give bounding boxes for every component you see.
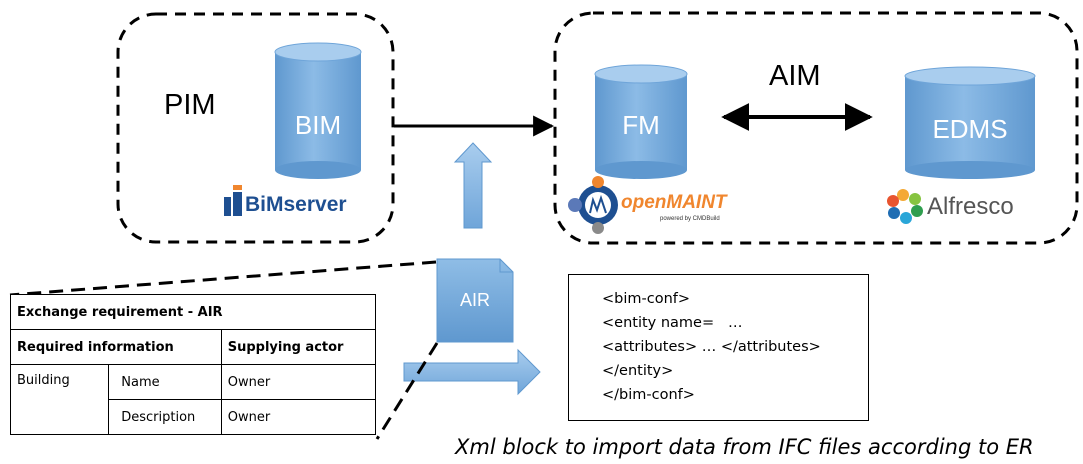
actor-cell: Owner [220, 364, 377, 400]
up-arrow [453, 142, 493, 229]
right-arrow [403, 348, 541, 396]
alfresco-logo-icon [887, 189, 923, 224]
header-supplying-actor: Supplying actor [220, 329, 377, 365]
openmaint-logo-text: openMAINT [621, 192, 727, 213]
xml-block: <bim-conf> <entity name= … <attributes> … [568, 274, 869, 421]
openmaint-powered-text: powered by CMDBuild [660, 216, 720, 222]
pim-label: PIM [164, 89, 216, 121]
bimserver-logo-icon [224, 185, 242, 216]
zoom-line-top [9, 260, 437, 297]
exchange-requirement-table: Exchange requirement - AIR Required info… [9, 294, 377, 435]
edms-label: EDMS [932, 114, 1008, 144]
edms-cylinder [904, 66, 1036, 179]
aim-zone [553, 11, 1079, 245]
table-title: Exchange requirement - AIR [10, 294, 376, 330]
bim-cylinder [274, 42, 362, 179]
fm-cylinder [594, 64, 688, 179]
aim-label: AIM [769, 60, 821, 92]
openmaint-logo-icon [568, 176, 618, 234]
pim-zone [116, 12, 395, 244]
xml-line: </entity> [602, 363, 674, 379]
xml-line: <entity name= … [602, 315, 743, 331]
zoom-line-bottom [375, 342, 439, 440]
actor-cell: Owner [220, 399, 377, 435]
bim-label: BIM [294, 110, 342, 140]
fm-label: FM [622, 110, 660, 140]
table-header-row: Required information Supplying actor [10, 329, 377, 365]
table-row: Description Owner [11, 399, 377, 435]
caption: Xml block to import data from IFC files … [455, 435, 1034, 459]
air-document [436, 258, 514, 343]
air-label: AIR [459, 290, 490, 310]
attribute-cell: Description [108, 399, 222, 435]
xml-line: <bim-conf> [602, 291, 691, 307]
table-title-row: Exchange requirement - AIR [10, 294, 376, 330]
xml-line: </bim-conf> [602, 387, 695, 403]
table-row: Building Name Owner [9, 364, 377, 435]
alfresco-logo-text: Alfresco [927, 193, 1014, 220]
bimserver-logo-text: BiMserver [245, 193, 347, 216]
attribute-cell: Name [108, 364, 222, 400]
xml-line: <attributes> … </attributes> [602, 339, 821, 355]
entity-cell: Building [9, 364, 110, 435]
header-required-info: Required information [10, 329, 222, 365]
